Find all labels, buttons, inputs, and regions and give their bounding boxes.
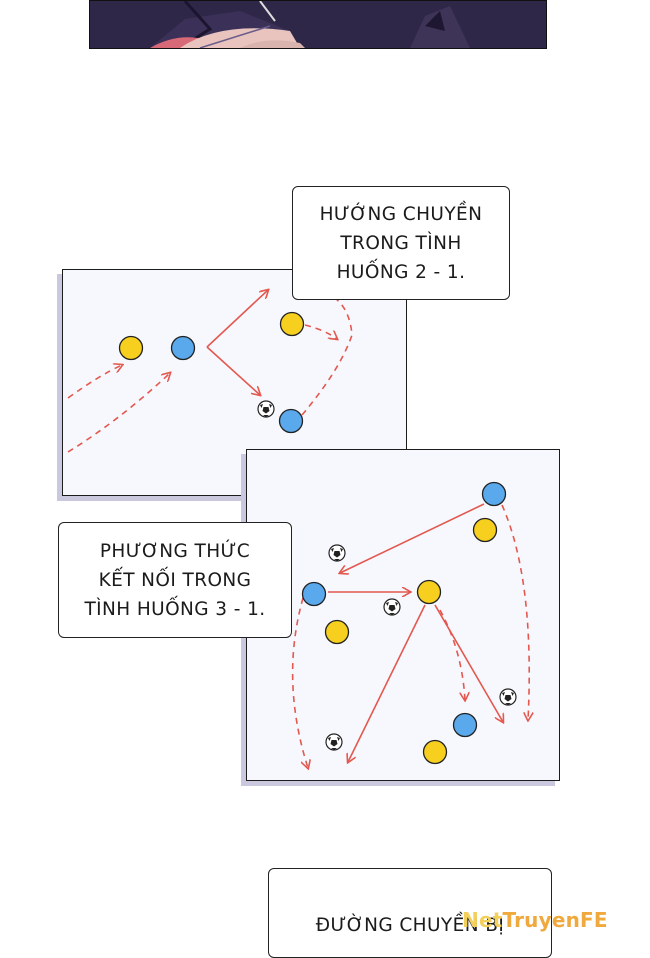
- caption-line: PHƯƠNG THỨC: [99, 540, 251, 562]
- blue-player: [170, 335, 196, 361]
- watermark-logo: NetTruyenFE: [462, 908, 608, 932]
- yellow-player: [324, 619, 350, 645]
- yellow-player: [279, 311, 305, 337]
- football-icon: [499, 688, 517, 706]
- run-arrow: [301, 297, 353, 416]
- blue-player: [452, 712, 478, 738]
- pass-arrow: [340, 503, 485, 573]
- yellow-player: [472, 517, 498, 543]
- watermark-part1: Net: [462, 908, 503, 932]
- run-arrow: [67, 365, 122, 399]
- football-icon: [325, 733, 343, 751]
- run-arrow: [439, 609, 465, 700]
- tactics-panel-3v1: [246, 449, 560, 781]
- yellow-player: [422, 739, 448, 765]
- run-arrow: [67, 373, 170, 453]
- caption-line: KẾT NỐI TRONG: [98, 569, 252, 591]
- yellow-player: [416, 579, 442, 605]
- blue-player: [481, 481, 507, 507]
- football-icon: [257, 400, 275, 418]
- top-panel-art: [90, 1, 546, 48]
- pass-arrow: [206, 290, 268, 348]
- caption-line: HUỐNG 2 - 1.: [336, 261, 466, 283]
- caption-line: TÌNH HUỐNG 3 - 1.: [84, 598, 266, 620]
- run-arrow: [501, 504, 529, 720]
- football-icon: [383, 598, 401, 616]
- pass-arrow: [434, 604, 503, 722]
- run-arrow: [291, 597, 308, 768]
- pass-arrow: [348, 604, 426, 762]
- caption-line: ĐƯỜNG CHUYỀN BỊ: [315, 915, 505, 936]
- caption-passing-direction: HƯỚNG CHUYỀN TRONG TÌNH HUỐNG 2 - 1.: [292, 186, 510, 300]
- blue-player: [278, 408, 304, 434]
- caption-line: HƯỚNG CHUYỀN: [319, 203, 483, 225]
- football-icon: [328, 544, 346, 562]
- caption-line: TRONG TÌNH: [340, 232, 462, 254]
- run-arrow: [304, 324, 337, 339]
- blue-player: [301, 581, 327, 607]
- top-comic-panel: [89, 0, 547, 49]
- pass-arrow: [206, 346, 260, 395]
- caption-connection-method: PHƯƠNG THỨC KẾT NỐI TRONG TÌNH HUỐNG 3 -…: [58, 522, 292, 638]
- watermark-part2: TruyenFE: [502, 908, 608, 932]
- yellow-player: [118, 335, 144, 361]
